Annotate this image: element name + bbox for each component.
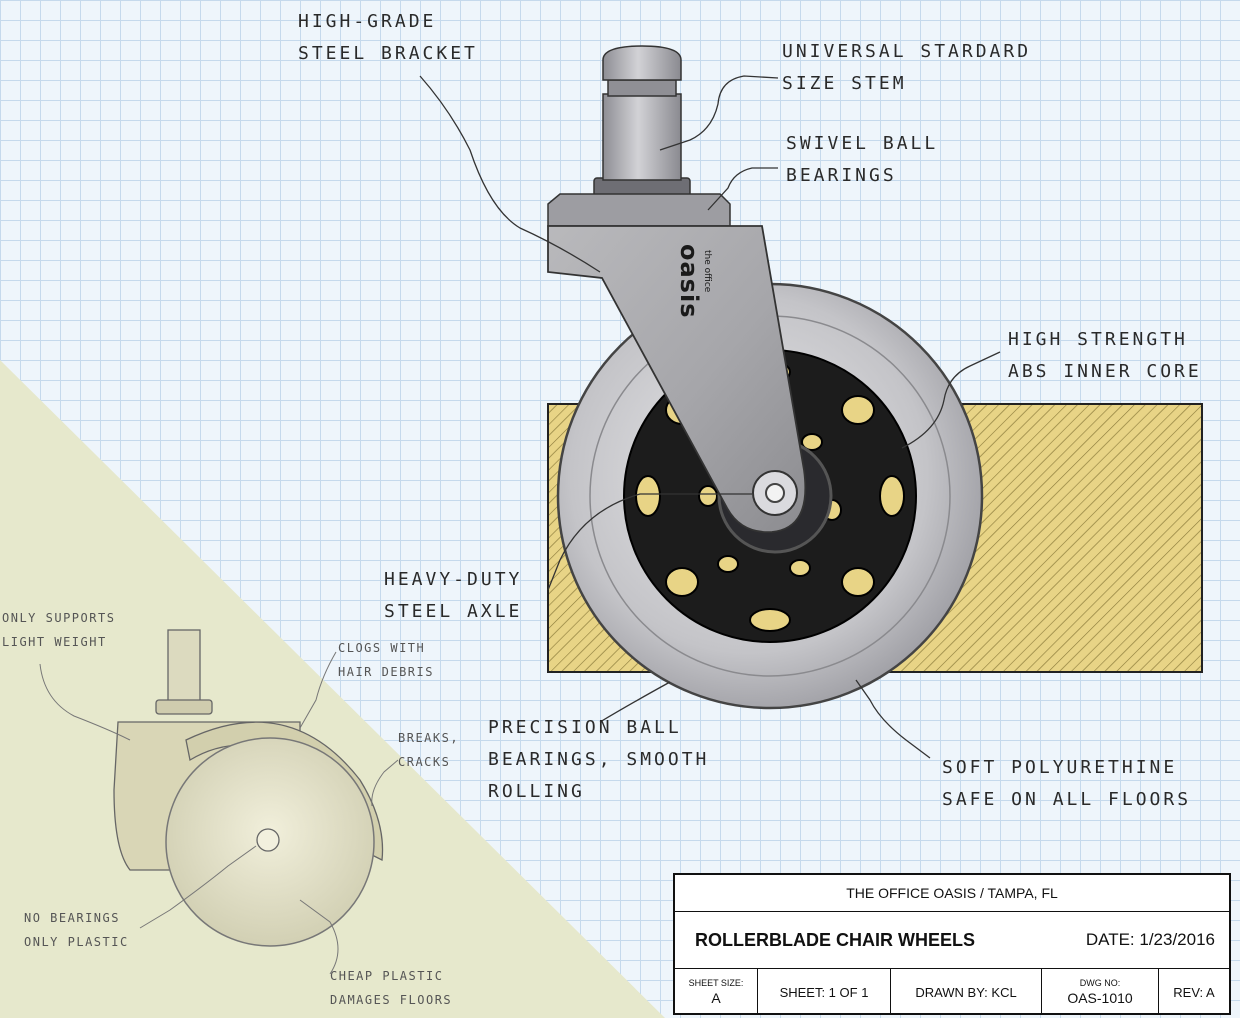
callout-precision: Precision ball bearings, smooth rolling bbox=[488, 717, 710, 802]
old-stem-collar bbox=[155, 699, 213, 715]
callout-axle: Heavy-duty steel axle bbox=[384, 569, 523, 622]
stem bbox=[602, 93, 682, 181]
stem-tip bbox=[602, 45, 682, 81]
sheet-size-cell: SHEET SIZE: A bbox=[675, 969, 758, 1015]
callout-swivel: Swivel ball bearings bbox=[786, 133, 939, 186]
rev-cell: REV: A bbox=[1173, 984, 1215, 1000]
callout-stem: Universal stardard size stem bbox=[782, 41, 1032, 94]
title-row: ROLLERBLADE CHAIR WHEELS DATE: 1/23/2016 bbox=[675, 912, 1229, 969]
dwg-no-cell: DWG NO: OAS-1010 bbox=[1042, 969, 1159, 1015]
callout-core: High strength ABS inner core bbox=[1008, 329, 1202, 382]
callout-bracket: High-grade steel bracket bbox=[298, 11, 478, 64]
old-stem bbox=[167, 629, 201, 703]
company-line: THE OFFICE OASIS / TAMPA, FL bbox=[675, 875, 1229, 912]
drawing-date: DATE: 1/23/2016 bbox=[1085, 930, 1215, 949]
old-leader-lines bbox=[39, 651, 399, 975]
logo-line2: oasis bbox=[675, 244, 703, 319]
axle-center bbox=[765, 483, 785, 503]
old-callout-cheap: Cheap plastic damages floors bbox=[330, 969, 453, 1007]
old-callout-nobearings: No bearings only plastic bbox=[24, 911, 129, 949]
old-axle bbox=[256, 828, 280, 852]
sheet-cell: SHEET: 1 OF 1 bbox=[758, 969, 891, 1015]
stem-neck bbox=[607, 79, 677, 97]
info-row: SHEET SIZE: A SHEET: 1 OF 1 DRAWN BY: KC… bbox=[675, 969, 1229, 1015]
old-callout-light: Only supports light weight bbox=[2, 611, 116, 649]
steel-bracket bbox=[547, 225, 807, 533]
brand-logo: the office oasis bbox=[675, 244, 712, 324]
logo-line1: the office bbox=[702, 250, 712, 293]
callout-soft: Soft polyurethine safe on all floors bbox=[942, 757, 1192, 810]
drawing-title: ROLLERBLADE CHAIR WHEELS bbox=[695, 930, 975, 950]
old-callout-clogs: Clogs with hair debris bbox=[338, 641, 434, 679]
title-block: THE OFFICE OASIS / TAMPA, FL ROLLERBLADE… bbox=[673, 873, 1231, 1015]
old-callout-breaks: Breaks, cracks bbox=[398, 731, 460, 769]
leader-lines bbox=[419, 75, 1001, 759]
swivel-plate bbox=[547, 193, 731, 227]
drawn-by-cell: DRAWN BY: KCL bbox=[891, 969, 1042, 1015]
